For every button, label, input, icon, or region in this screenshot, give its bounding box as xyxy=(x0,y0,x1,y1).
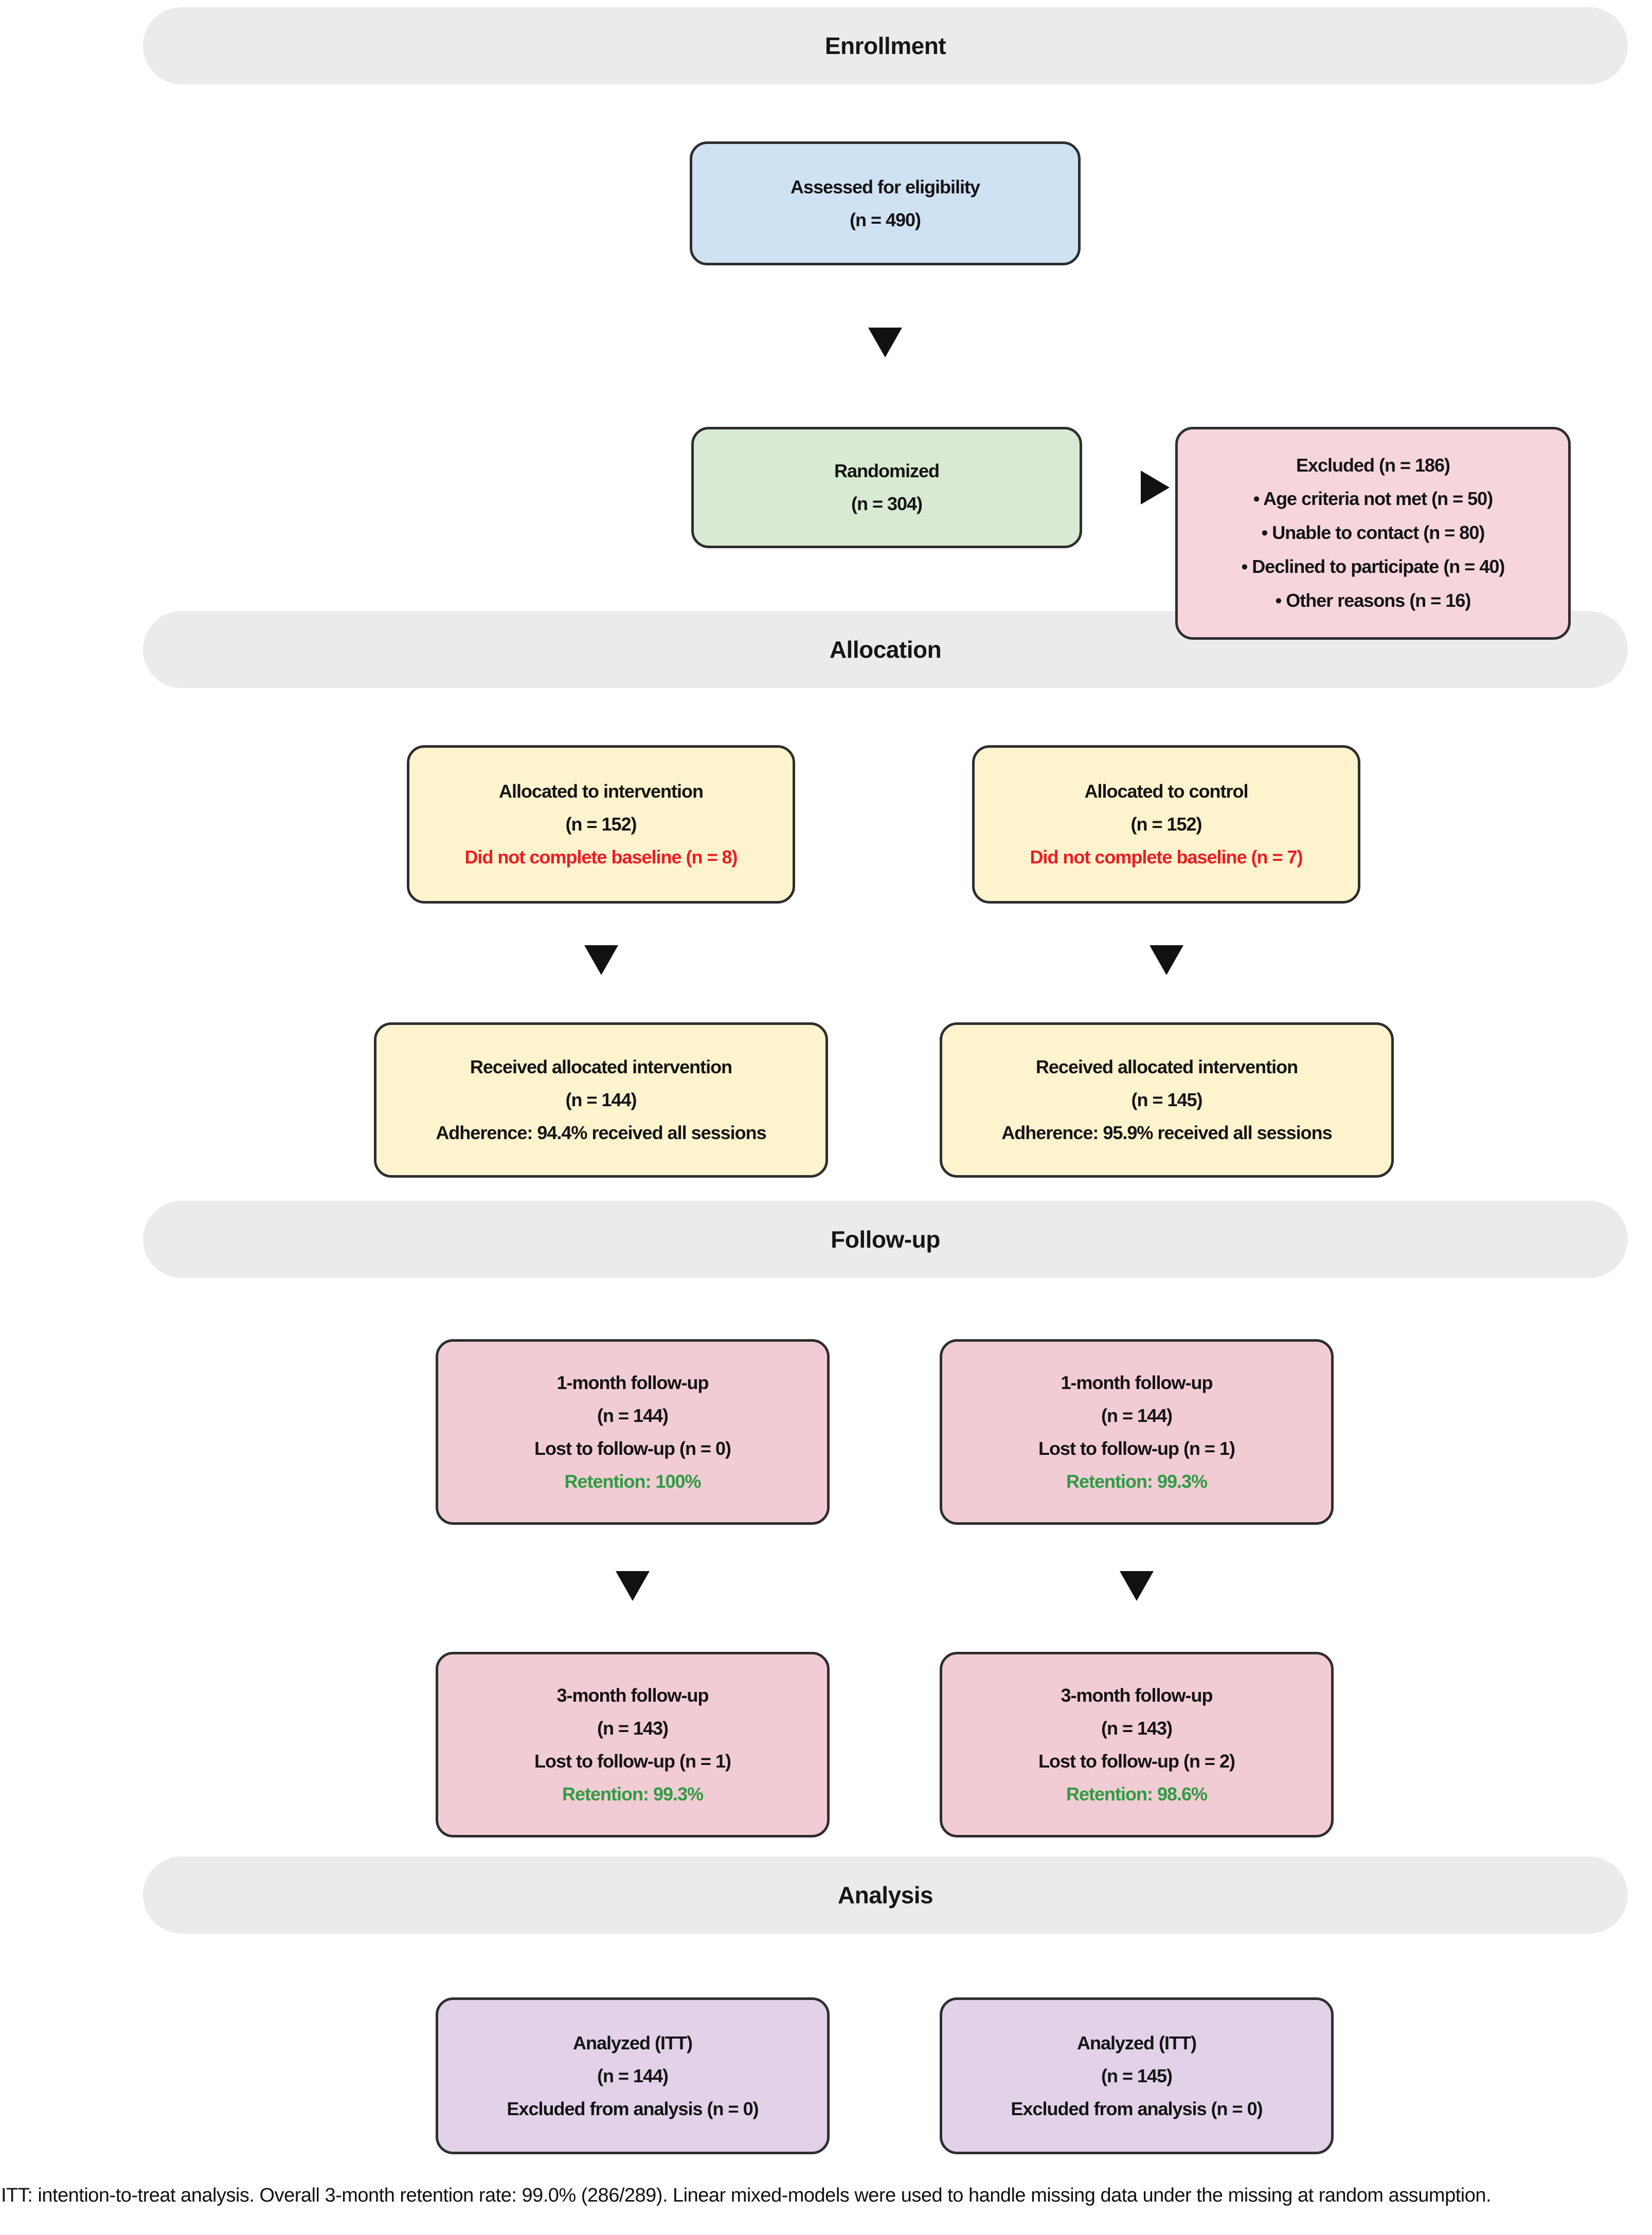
section-band-enrollment: Enrollment xyxy=(143,7,1628,84)
fu1-intervention-n: (n = 144) xyxy=(597,1404,669,1426)
fu1-intervention-title: 1-month follow-up xyxy=(556,1372,709,1393)
analyzed-intervention-note: Excluded from analysis (n = 0) xyxy=(507,2098,759,2119)
box-allocated-control: Allocated to control (n = 152) Did not c… xyxy=(972,745,1360,904)
box-received-intervention: Received allocated intervention (n = 144… xyxy=(374,1022,828,1178)
box-assessed-for-eligibility: Assessed for eligibility (n = 490) xyxy=(690,141,1081,265)
received-intervention-adherence: Adherence: 94.4% received all sessions xyxy=(436,1122,766,1143)
assessed-title: Assessed for eligibility xyxy=(790,176,980,197)
assessed-n: (n = 490) xyxy=(849,209,921,230)
allocated-control-note: Did not complete baseline (n = 7) xyxy=(1030,846,1303,868)
fu3-intervention-lost: Lost to follow-up (n = 1) xyxy=(534,1750,731,1772)
box-randomized: Randomized (n = 304) xyxy=(691,427,1082,548)
fu1-control-title: 1-month follow-up xyxy=(1061,1372,1213,1393)
section-title-enrollment: Enrollment xyxy=(824,32,946,59)
allocated-intervention-note: Did not complete baseline (n = 8) xyxy=(464,846,738,868)
fu1-intervention-retention: Retention: 100% xyxy=(564,1470,701,1492)
fu3-control-title: 3-month follow-up xyxy=(1061,1684,1213,1706)
excluded-reason: • Other reasons (n = 16) xyxy=(1275,590,1471,611)
randomized-n: (n = 304) xyxy=(851,493,923,514)
section-title-allocation: Allocation xyxy=(829,636,942,663)
section-title-followup: Follow-up xyxy=(831,1226,940,1253)
section-title-analysis: Analysis xyxy=(837,1882,933,1908)
arrow-down-icon xyxy=(616,1571,650,1601)
box-excluded: Excluded (n = 186) • Age criteria not me… xyxy=(1175,427,1571,640)
excluded-title: Excluded (n = 186) xyxy=(1296,455,1450,476)
received-control-n: (n = 145) xyxy=(1131,1089,1202,1110)
section-band-analysis: Analysis xyxy=(143,1857,1628,1934)
allocated-control-title: Allocated to control xyxy=(1084,781,1248,802)
arrow-down-icon xyxy=(868,328,902,357)
arrow-right-icon xyxy=(1141,471,1170,504)
box-analyzed-control: Analyzed (ITT) (n = 145) Excluded from a… xyxy=(940,1997,1334,2154)
allocated-control-n: (n = 152) xyxy=(1130,814,1202,835)
allocated-intervention-n: (n = 152) xyxy=(565,814,637,835)
box-1month-intervention: 1-month follow-up (n = 144) Lost to foll… xyxy=(436,1339,830,1525)
fu1-control-lost: Lost to follow-up (n = 1) xyxy=(1038,1437,1235,1459)
section-band-followup: Follow-up xyxy=(143,1201,1628,1278)
fu1-control-retention: Retention: 99.3% xyxy=(1066,1470,1208,1492)
received-intervention-n: (n = 144) xyxy=(565,1089,637,1110)
arrow-down-icon xyxy=(584,945,618,975)
fu3-intervention-n: (n = 143) xyxy=(597,1717,669,1739)
randomized-title: Randomized xyxy=(834,460,940,481)
excluded-reason: • Age criteria not met (n = 50) xyxy=(1253,488,1493,509)
analyzed-intervention-n: (n = 144) xyxy=(597,2065,669,2086)
fu3-intervention-title: 3-month follow-up xyxy=(556,1684,709,1706)
fu3-intervention-retention: Retention: 99.3% xyxy=(562,1783,704,1805)
box-analyzed-intervention: Analyzed (ITT) (n = 144) Excluded from a… xyxy=(436,1997,830,2154)
excluded-reason: • Unable to contact (n = 80) xyxy=(1261,522,1485,543)
allocated-intervention-title: Allocated to intervention xyxy=(498,781,704,802)
fu1-control-n: (n = 144) xyxy=(1101,1404,1173,1426)
figure-footnote: ITT: intention-to-treat analysis. Overal… xyxy=(1,2185,1492,2206)
arrow-down-icon xyxy=(1120,1571,1154,1601)
box-allocated-intervention: Allocated to intervention (n = 152) Did … xyxy=(407,745,795,904)
analyzed-control-note: Excluded from analysis (n = 0) xyxy=(1011,2098,1263,2119)
fu1-intervention-lost: Lost to follow-up (n = 0) xyxy=(534,1437,731,1459)
box-1month-control: 1-month follow-up (n = 144) Lost to foll… xyxy=(940,1339,1334,1525)
analyzed-control-title: Analyzed (ITT) xyxy=(1076,2032,1197,2053)
analyzed-control-n: (n = 145) xyxy=(1101,2065,1173,2086)
received-control-adherence: Adherence: 95.9% received all sessions xyxy=(1001,1122,1332,1143)
fu3-control-retention: Retention: 98.6% xyxy=(1066,1783,1208,1805)
fu3-control-lost: Lost to follow-up (n = 2) xyxy=(1038,1750,1235,1772)
arrow-down-icon xyxy=(1150,945,1183,975)
received-intervention-title: Received allocated intervention xyxy=(470,1056,732,1077)
analyzed-intervention-title: Analyzed (ITT) xyxy=(572,2032,693,2053)
excluded-reason: • Declined to participate (n = 40) xyxy=(1241,556,1505,577)
box-3month-intervention: 3-month follow-up (n = 143) Lost to foll… xyxy=(436,1652,830,1837)
fu3-control-n: (n = 143) xyxy=(1101,1717,1173,1739)
received-control-title: Received allocated intervention xyxy=(1035,1056,1298,1077)
box-received-control: Received allocated intervention (n = 145… xyxy=(940,1022,1394,1178)
box-3month-control: 3-month follow-up (n = 143) Lost to foll… xyxy=(940,1652,1334,1837)
